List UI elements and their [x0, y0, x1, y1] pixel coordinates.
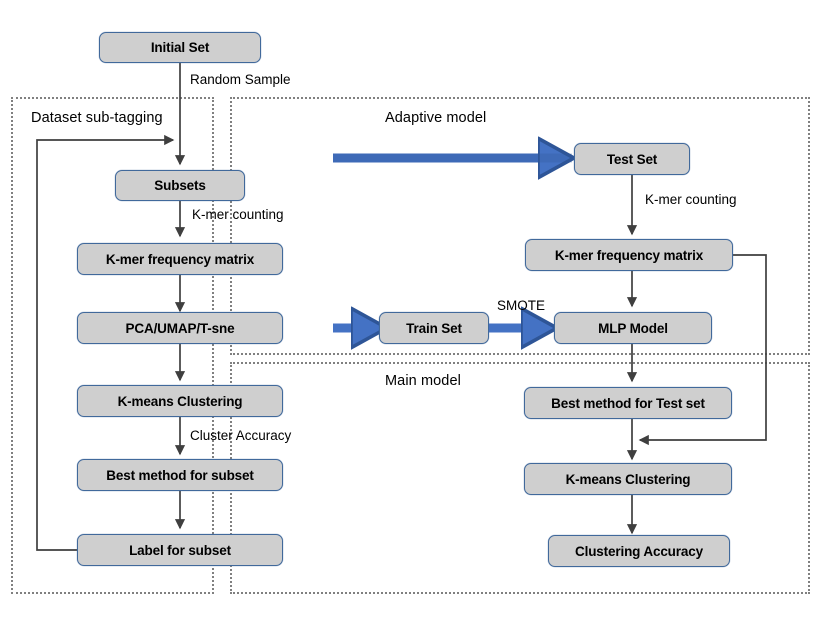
edge-label-kmer-counting-right: K-mer counting — [645, 192, 737, 207]
node-subsets[interactable]: Subsets — [115, 170, 245, 201]
edge-label-cluster-accuracy: Cluster Accuracy — [190, 428, 292, 443]
node-clustering-accuracy[interactable]: Clustering Accuracy — [548, 535, 730, 567]
node-pca-umap-tsne[interactable]: PCA/UMAP/T-sne — [77, 312, 283, 344]
group-label-adaptive-model: Adaptive model — [385, 110, 487, 126]
node-mlp-model[interactable]: MLP Model — [554, 312, 712, 344]
group-label-main-model: Main model — [385, 373, 461, 389]
edge-label-random-sample: Random Sample — [190, 72, 291, 87]
node-train-set[interactable]: Train Set — [379, 312, 489, 344]
group-label-dataset-sub-tagging: Dataset sub-tagging — [31, 110, 163, 126]
node-label-for-subset[interactable]: Label for subset — [77, 534, 283, 566]
node-best-method-for-test-set[interactable]: Best method for Test set — [524, 387, 732, 419]
node-best-method-for-subset[interactable]: Best method for subset — [77, 459, 283, 491]
node-kmeans-clustering-right[interactable]: K-means Clustering — [524, 463, 732, 495]
group-dataset-sub-tagging — [11, 97, 214, 594]
edge-label-smote: SMOTE — [497, 298, 546, 313]
node-test-set[interactable]: Test Set — [574, 143, 690, 175]
node-kmeans-clustering-left[interactable]: K-means Clustering — [77, 385, 283, 417]
node-kmer-frequency-matrix-right[interactable]: K-mer frequency matrix — [525, 239, 733, 271]
edge-label-kmer-counting-left: K-mer counting — [192, 207, 284, 222]
node-kmer-frequency-matrix-left[interactable]: K-mer frequency matrix — [77, 243, 283, 275]
group-adaptive-model — [230, 97, 810, 355]
node-initial-set[interactable]: Initial Set — [99, 32, 261, 63]
